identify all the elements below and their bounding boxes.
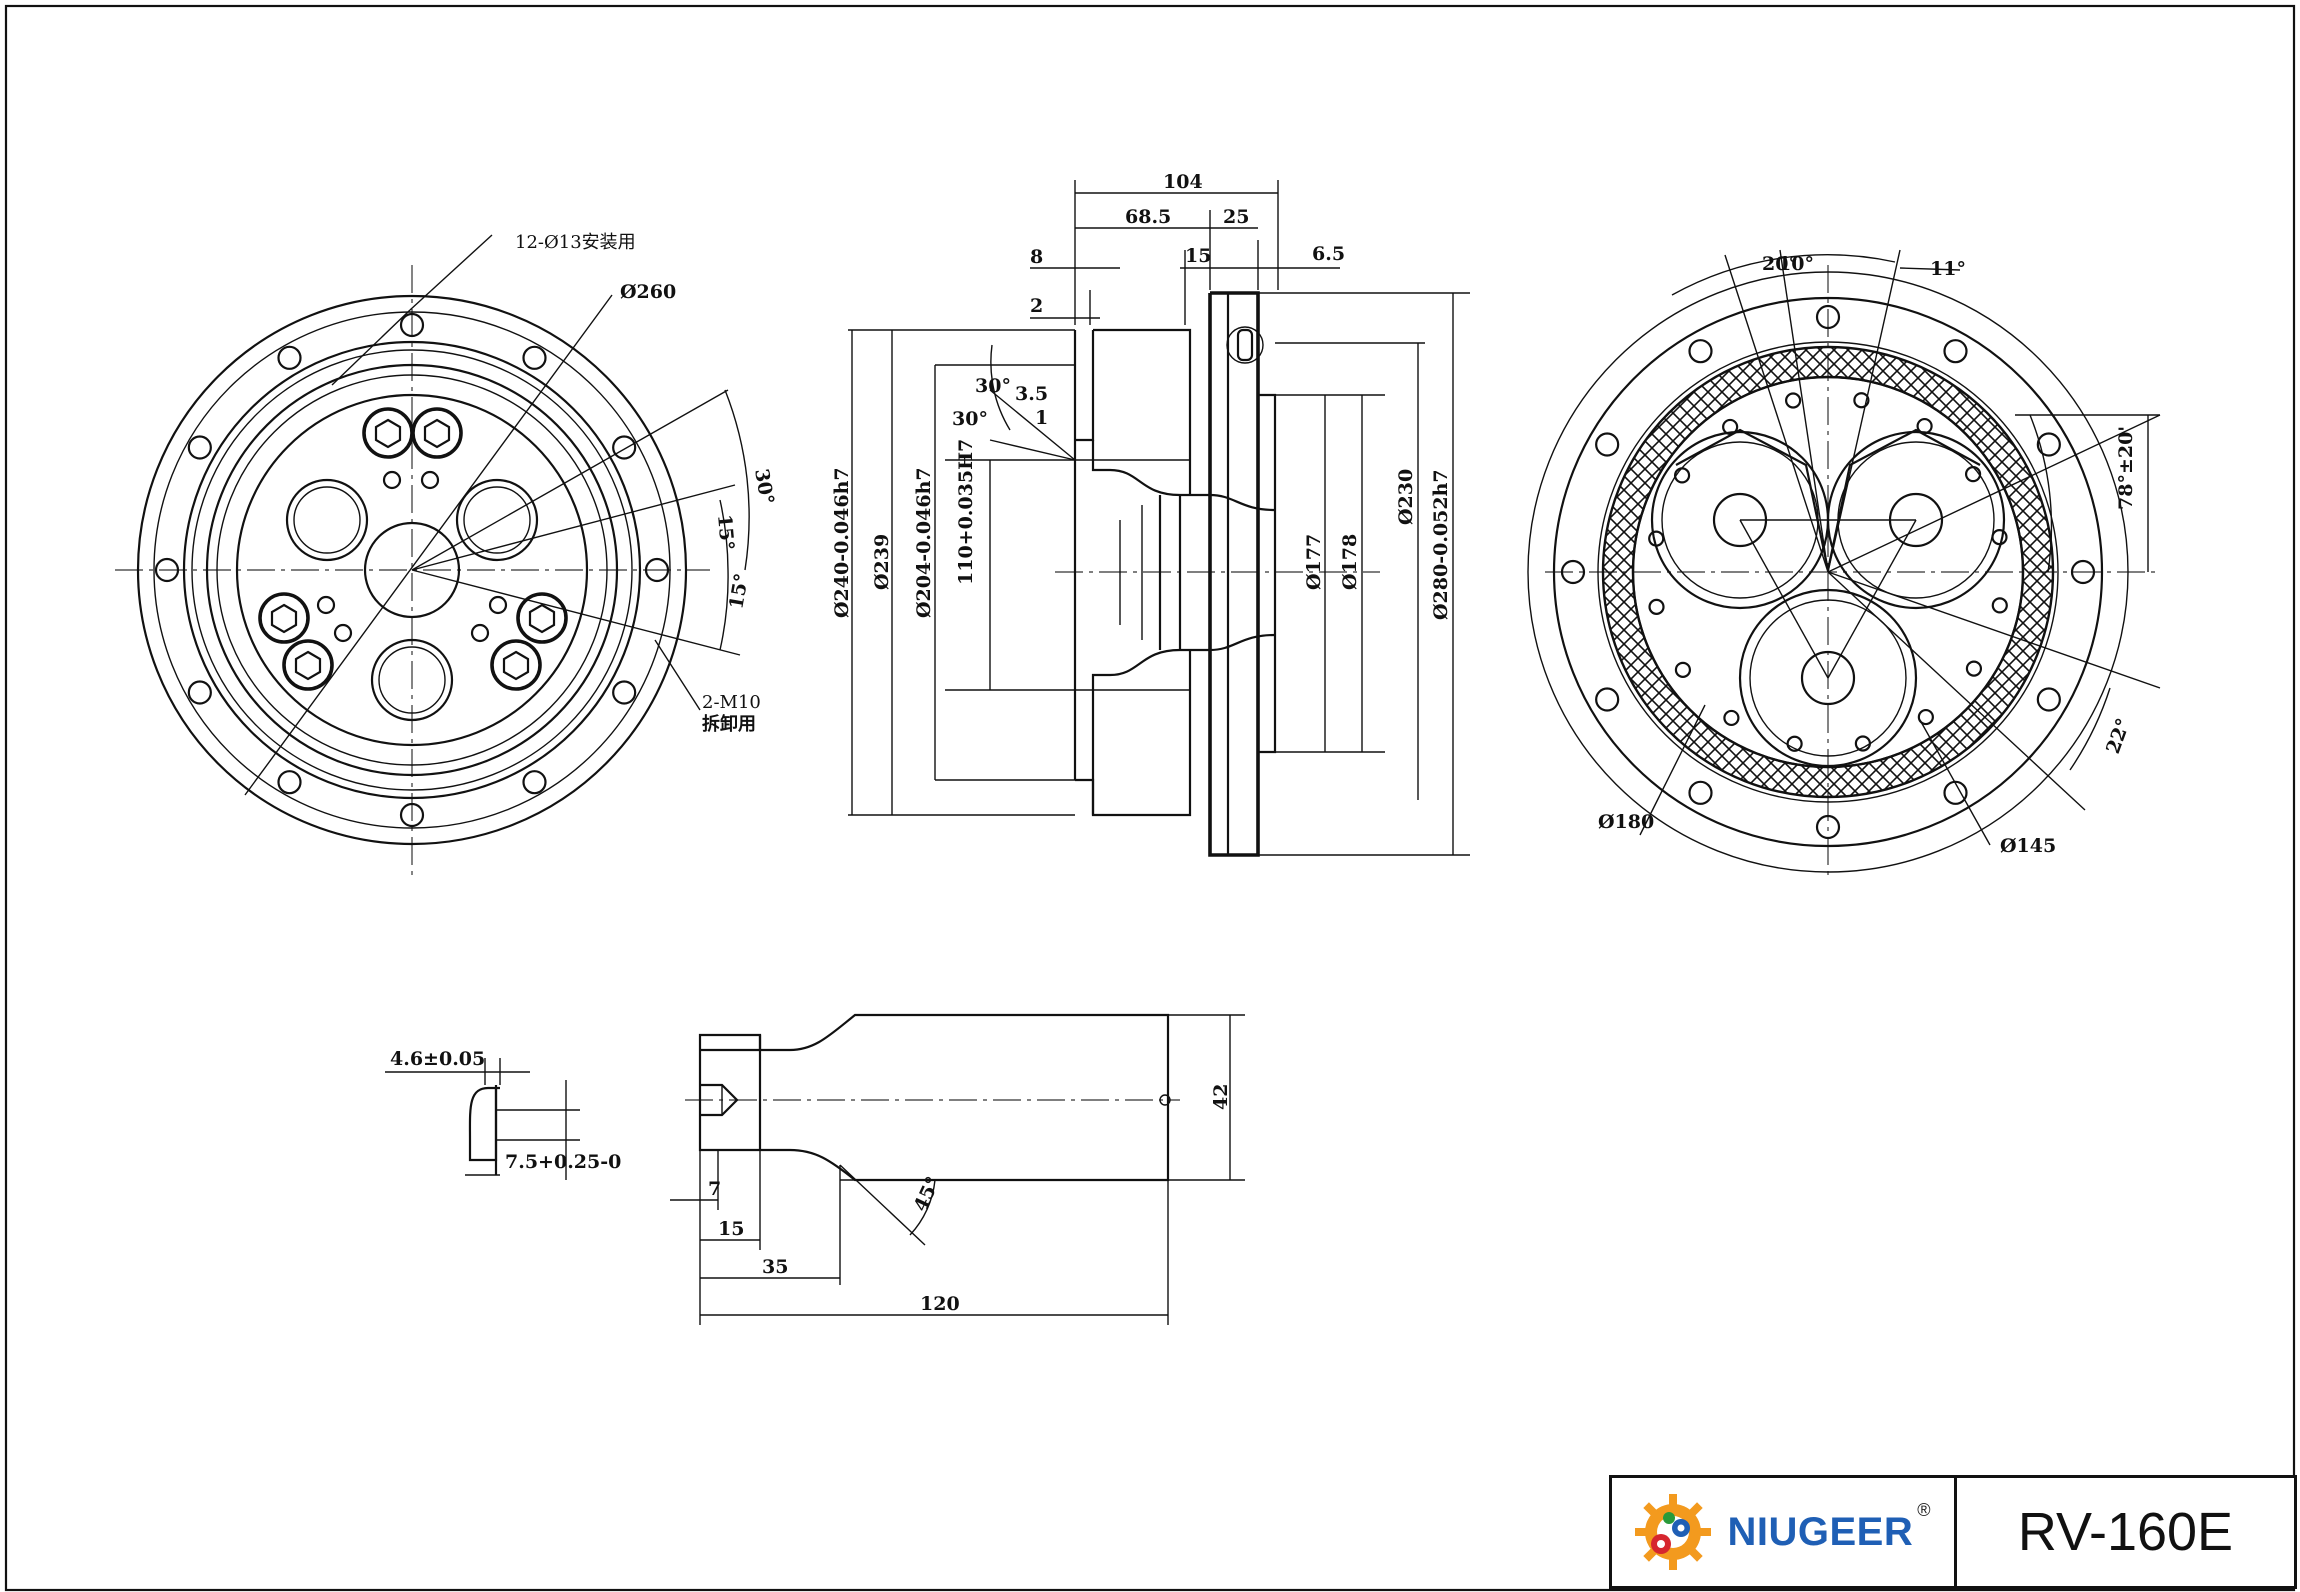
dia-239: Ø239 xyxy=(871,534,893,590)
logo-cell: NIUGEER ® xyxy=(1612,1478,1957,1586)
model-number: RV-160E xyxy=(2017,1502,2234,1562)
brand-name: NIUGEER xyxy=(1727,1509,1914,1554)
dim-6-5: 6.5 xyxy=(1312,243,1345,265)
inner-hole xyxy=(1786,735,1803,752)
dia-177: Ø177 xyxy=(1303,534,1325,590)
dim-42: 42 xyxy=(1210,1084,1232,1110)
key-depth: 7.5+0.25-0 xyxy=(505,1151,621,1173)
bolt-hole xyxy=(1595,432,1620,457)
inner-hole xyxy=(1648,530,1665,547)
bolt-hole xyxy=(1688,780,1713,805)
inner-hole xyxy=(1916,417,1933,435)
bolt-hole xyxy=(277,770,302,795)
angle-20: 20° xyxy=(1762,253,1798,275)
dia-280: Ø280-0.052h7 xyxy=(1430,469,1452,620)
dim-7: 7 xyxy=(708,1178,721,1200)
dia-110: 110+0.035H7 xyxy=(955,439,977,585)
dim-1: 1 xyxy=(1035,407,1048,429)
bolt-hole xyxy=(399,802,425,828)
bolt-hole xyxy=(1815,814,1841,840)
hex-bolt-group xyxy=(258,407,568,691)
inner-hole xyxy=(1673,467,1691,484)
bolt-hole xyxy=(612,435,637,460)
inner-hole xyxy=(1965,660,1983,677)
gear-logo-icon xyxy=(1635,1494,1712,1570)
registered-mark: ® xyxy=(1917,1499,1931,1520)
callout-holes: 12-Ø13安装用 xyxy=(515,232,636,253)
bolt-hole xyxy=(1943,780,1968,805)
callout-tapped-use: 拆卸用 xyxy=(702,713,756,735)
bolt-hole xyxy=(1688,339,1713,364)
inner-hole xyxy=(1853,392,1870,409)
bolt-hole xyxy=(277,345,302,370)
label-dia-260: Ø260 xyxy=(620,281,676,303)
dim-15: 15 xyxy=(1185,245,1211,267)
rear-inner-holes xyxy=(1648,392,2008,752)
inner-hole xyxy=(1785,392,1802,409)
dim-104: 104 xyxy=(1163,171,1203,193)
keyway-detail xyxy=(385,1058,580,1180)
inner-hole xyxy=(1917,708,1934,726)
angle-30-label: 30° xyxy=(750,467,778,506)
bolt-hole xyxy=(399,312,425,338)
dia-178: Ø178 xyxy=(1339,534,1361,590)
bolt-hole xyxy=(1815,304,1841,330)
title-block: NIUGEER ® RV-160E xyxy=(1609,1475,2297,1589)
front-view xyxy=(115,234,750,875)
callout-tapped: 2-M10 xyxy=(702,692,761,713)
angle-11: 11° xyxy=(1930,258,1966,280)
inner-hole xyxy=(1991,529,2008,546)
bolt-hole xyxy=(1943,339,1968,364)
bolt-hole xyxy=(1560,559,1586,585)
inner-hole xyxy=(1991,597,2008,614)
bolt-hole xyxy=(522,770,547,795)
key-width: 4.6±0.05 xyxy=(390,1048,485,1070)
inner-hole xyxy=(1648,598,1665,615)
bolt-hole xyxy=(644,557,670,583)
dia-204: Ø204-0.046h7 xyxy=(913,467,935,618)
angle-78: 78°±20' xyxy=(2115,426,2137,510)
bolt-hole xyxy=(2070,559,2096,585)
inner-hole xyxy=(1674,661,1692,678)
dia-230: Ø230 xyxy=(1395,469,1417,525)
rear-view xyxy=(1527,249,2161,880)
bolt-hole xyxy=(1595,687,1620,712)
mounting-holes xyxy=(154,312,670,828)
dia-180: Ø180 xyxy=(1598,811,1654,833)
bolt-hole xyxy=(2036,432,2061,457)
inner-hole xyxy=(1854,735,1871,752)
dim-15-shaft: 15 xyxy=(718,1218,744,1240)
model-cell: RV-160E xyxy=(1957,1478,2294,1586)
dia-240: Ø240-0.046h7 xyxy=(831,467,853,618)
bolt-hole xyxy=(2036,687,2061,712)
dim-2: 2 xyxy=(1030,295,1043,317)
dim-68-5: 68.5 xyxy=(1125,206,1171,228)
dim-120: 120 xyxy=(920,1293,960,1315)
inner-hole xyxy=(1964,466,1982,483)
bolt-hole xyxy=(612,680,637,705)
dim-35: 35 xyxy=(762,1256,788,1278)
section-view xyxy=(848,180,1470,857)
angle-30b: 30° xyxy=(952,408,988,430)
dia-145: Ø145 xyxy=(2000,835,2056,857)
bolt-hole xyxy=(187,680,212,705)
rear-mounting-holes xyxy=(1560,304,2096,840)
dim-25: 25 xyxy=(1223,206,1249,228)
dim-8: 8 xyxy=(1030,246,1043,268)
shaft-view xyxy=(670,1013,1245,1325)
angle-15-label: 15° xyxy=(713,514,738,552)
dim-3-5: 3.5 xyxy=(1015,383,1048,405)
angle-22: 22° xyxy=(2102,715,2135,756)
angle-30a: 30° xyxy=(975,375,1011,397)
angle-15b-label: 15° xyxy=(725,572,753,611)
bolt-hole xyxy=(154,557,180,583)
inner-hole xyxy=(1723,709,1740,727)
inner-hole xyxy=(1722,418,1739,436)
angle-10: 10° xyxy=(1778,253,1814,275)
drawing-border xyxy=(4,4,2296,1592)
bolt-hole xyxy=(187,435,212,460)
bolt-hole xyxy=(522,345,547,370)
